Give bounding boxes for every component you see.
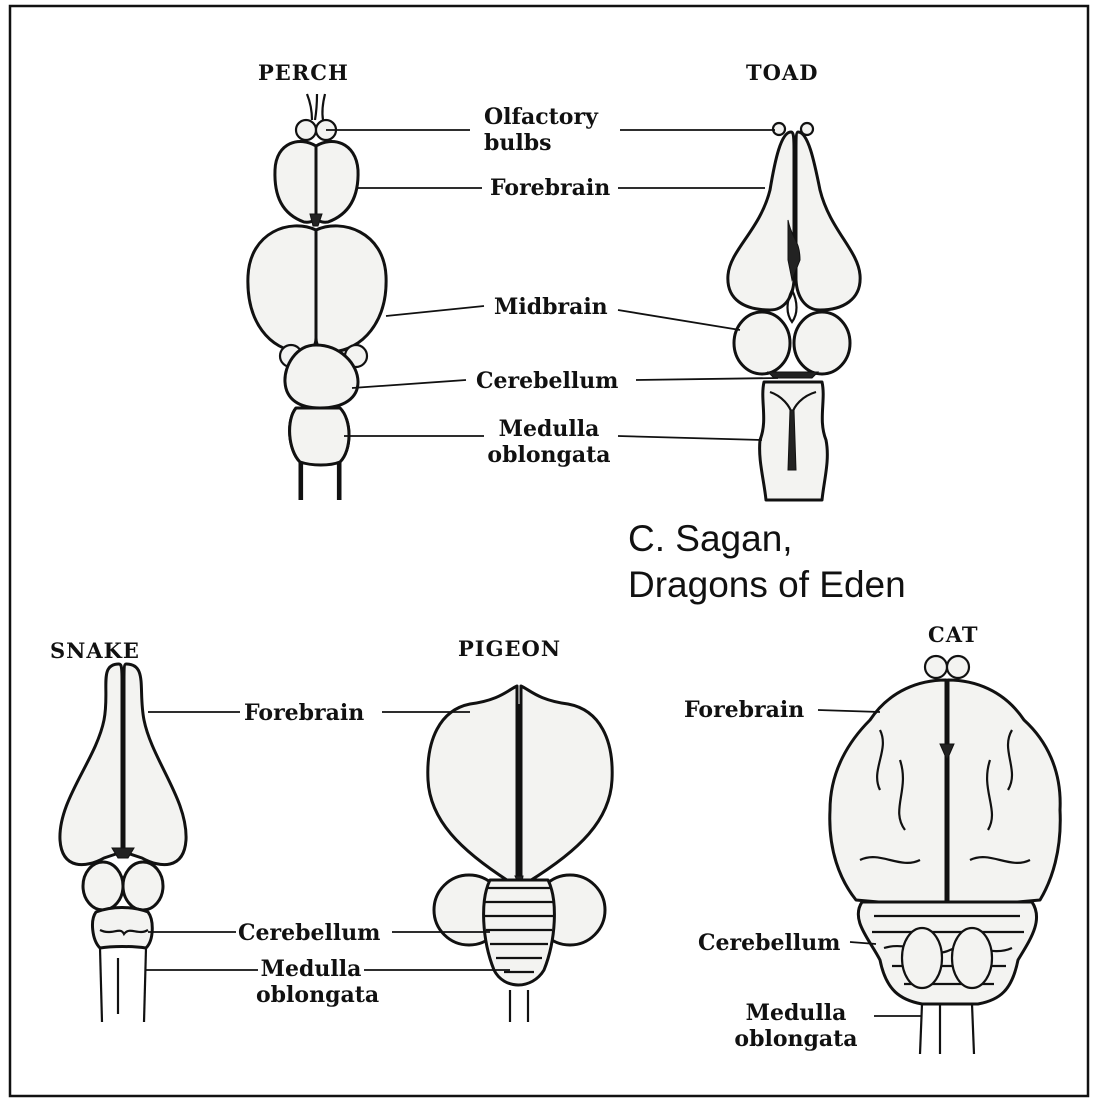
credit-line2: Dragons of Eden	[628, 563, 906, 607]
olfactory-bulbs-label: Olfactory bulbs	[484, 104, 598, 156]
snake-brain	[60, 664, 186, 1022]
forebrain-label-snake-pigeon: Forebrain	[244, 700, 364, 726]
midbrain-label: Midbrain	[494, 294, 608, 320]
cat-title: CAT	[928, 622, 979, 647]
cerebellum-label-cat: Cerebellum	[698, 930, 840, 956]
snake-title: SNAKE	[50, 638, 140, 663]
olfactory-bulbs-label-line2: bulbs	[484, 130, 598, 156]
forebrain-label-top: Forebrain	[490, 175, 610, 201]
medulla-label-cat: Medulla oblongata	[734, 1000, 858, 1052]
medulla-label-snake-pigeon-line2: oblongata	[256, 982, 366, 1008]
medulla-label-cat-line1: Medulla	[734, 1000, 858, 1026]
cerebellum-label-snake-pigeon: Cerebellum	[238, 920, 380, 946]
medulla-label-snake-pigeon-line1: Medulla	[256, 956, 366, 982]
perch-brain	[248, 94, 386, 500]
medulla-label-top: Medulla oblongata	[484, 416, 614, 468]
pigeon-title: PIGEON	[458, 636, 561, 661]
perch-title: PERCH	[258, 60, 349, 85]
medulla-label-snake-pigeon: Medulla oblongata	[256, 956, 366, 1008]
forebrain-label-cat: Forebrain	[684, 697, 804, 723]
cerebellum-label-top: Cerebellum	[476, 368, 618, 394]
pigeon-brain	[428, 686, 612, 1022]
credit-line1: C. Sagan,	[628, 517, 793, 561]
medulla-label-top-line2: oblongata	[484, 442, 614, 468]
toad-brain	[728, 123, 860, 500]
medulla-label-cat-line2: oblongata	[734, 1026, 858, 1052]
medulla-label-top-line1: Medulla	[484, 416, 614, 442]
cat-brain	[830, 656, 1060, 1054]
olfactory-bulbs-label-line1: Olfactory	[484, 104, 598, 130]
toad-title: TOAD	[746, 60, 818, 85]
